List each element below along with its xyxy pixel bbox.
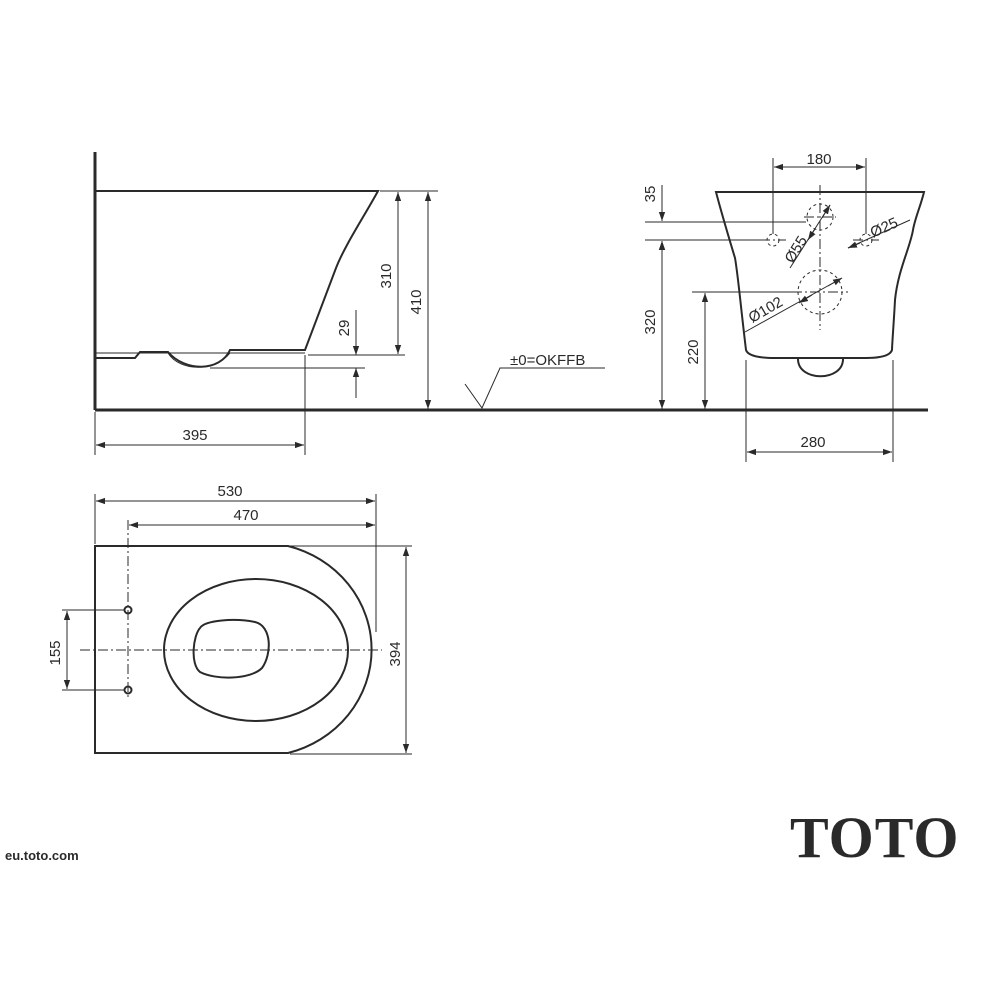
- dim-d25: Ø25: [868, 214, 901, 241]
- front-outlet: [797, 358, 844, 378]
- website-link[interactable]: eu.toto.com: [5, 848, 79, 863]
- dim-220: 220: [685, 339, 702, 364]
- top-bowl-opening: [192, 619, 270, 679]
- floor-label: ±0=OKFFB: [510, 352, 585, 369]
- dim-410: 410: [408, 289, 425, 314]
- dim-394: 394: [387, 641, 404, 666]
- top-bowl-outline: [94, 545, 373, 754]
- side-bowl-outline: [95, 190, 380, 368]
- dim-280: 280: [800, 434, 825, 451]
- dim-35: 35: [642, 186, 659, 203]
- dim-155: 155: [47, 640, 64, 665]
- dim-320: 320: [642, 309, 659, 334]
- front-view: 180 35 320 220 280 Ø25 Ø55 Ø102: [642, 151, 926, 462]
- dim-310: 310: [378, 263, 395, 288]
- front-bowl-outline: [714, 191, 926, 359]
- dim-180: 180: [806, 151, 831, 168]
- dim-530: 530: [217, 483, 242, 500]
- floor-symbol: [464, 367, 605, 410]
- top-view: 530 470 155 394: [47, 483, 412, 755]
- dim-d102: Ø102: [746, 294, 786, 327]
- leader-d102: [744, 277, 843, 333]
- dim-29: 29: [336, 320, 353, 337]
- side-outlet-curve: [167, 352, 231, 368]
- dim-395: 395: [182, 427, 207, 444]
- dim-d55: Ø55: [781, 233, 810, 266]
- dim-470: 470: [233, 507, 258, 524]
- top-seat-rim: [163, 578, 349, 722]
- side-view: 395 310 410 29 ±0=OKFFB: [93, 152, 928, 455]
- brand-logo: TOTO: [790, 805, 960, 870]
